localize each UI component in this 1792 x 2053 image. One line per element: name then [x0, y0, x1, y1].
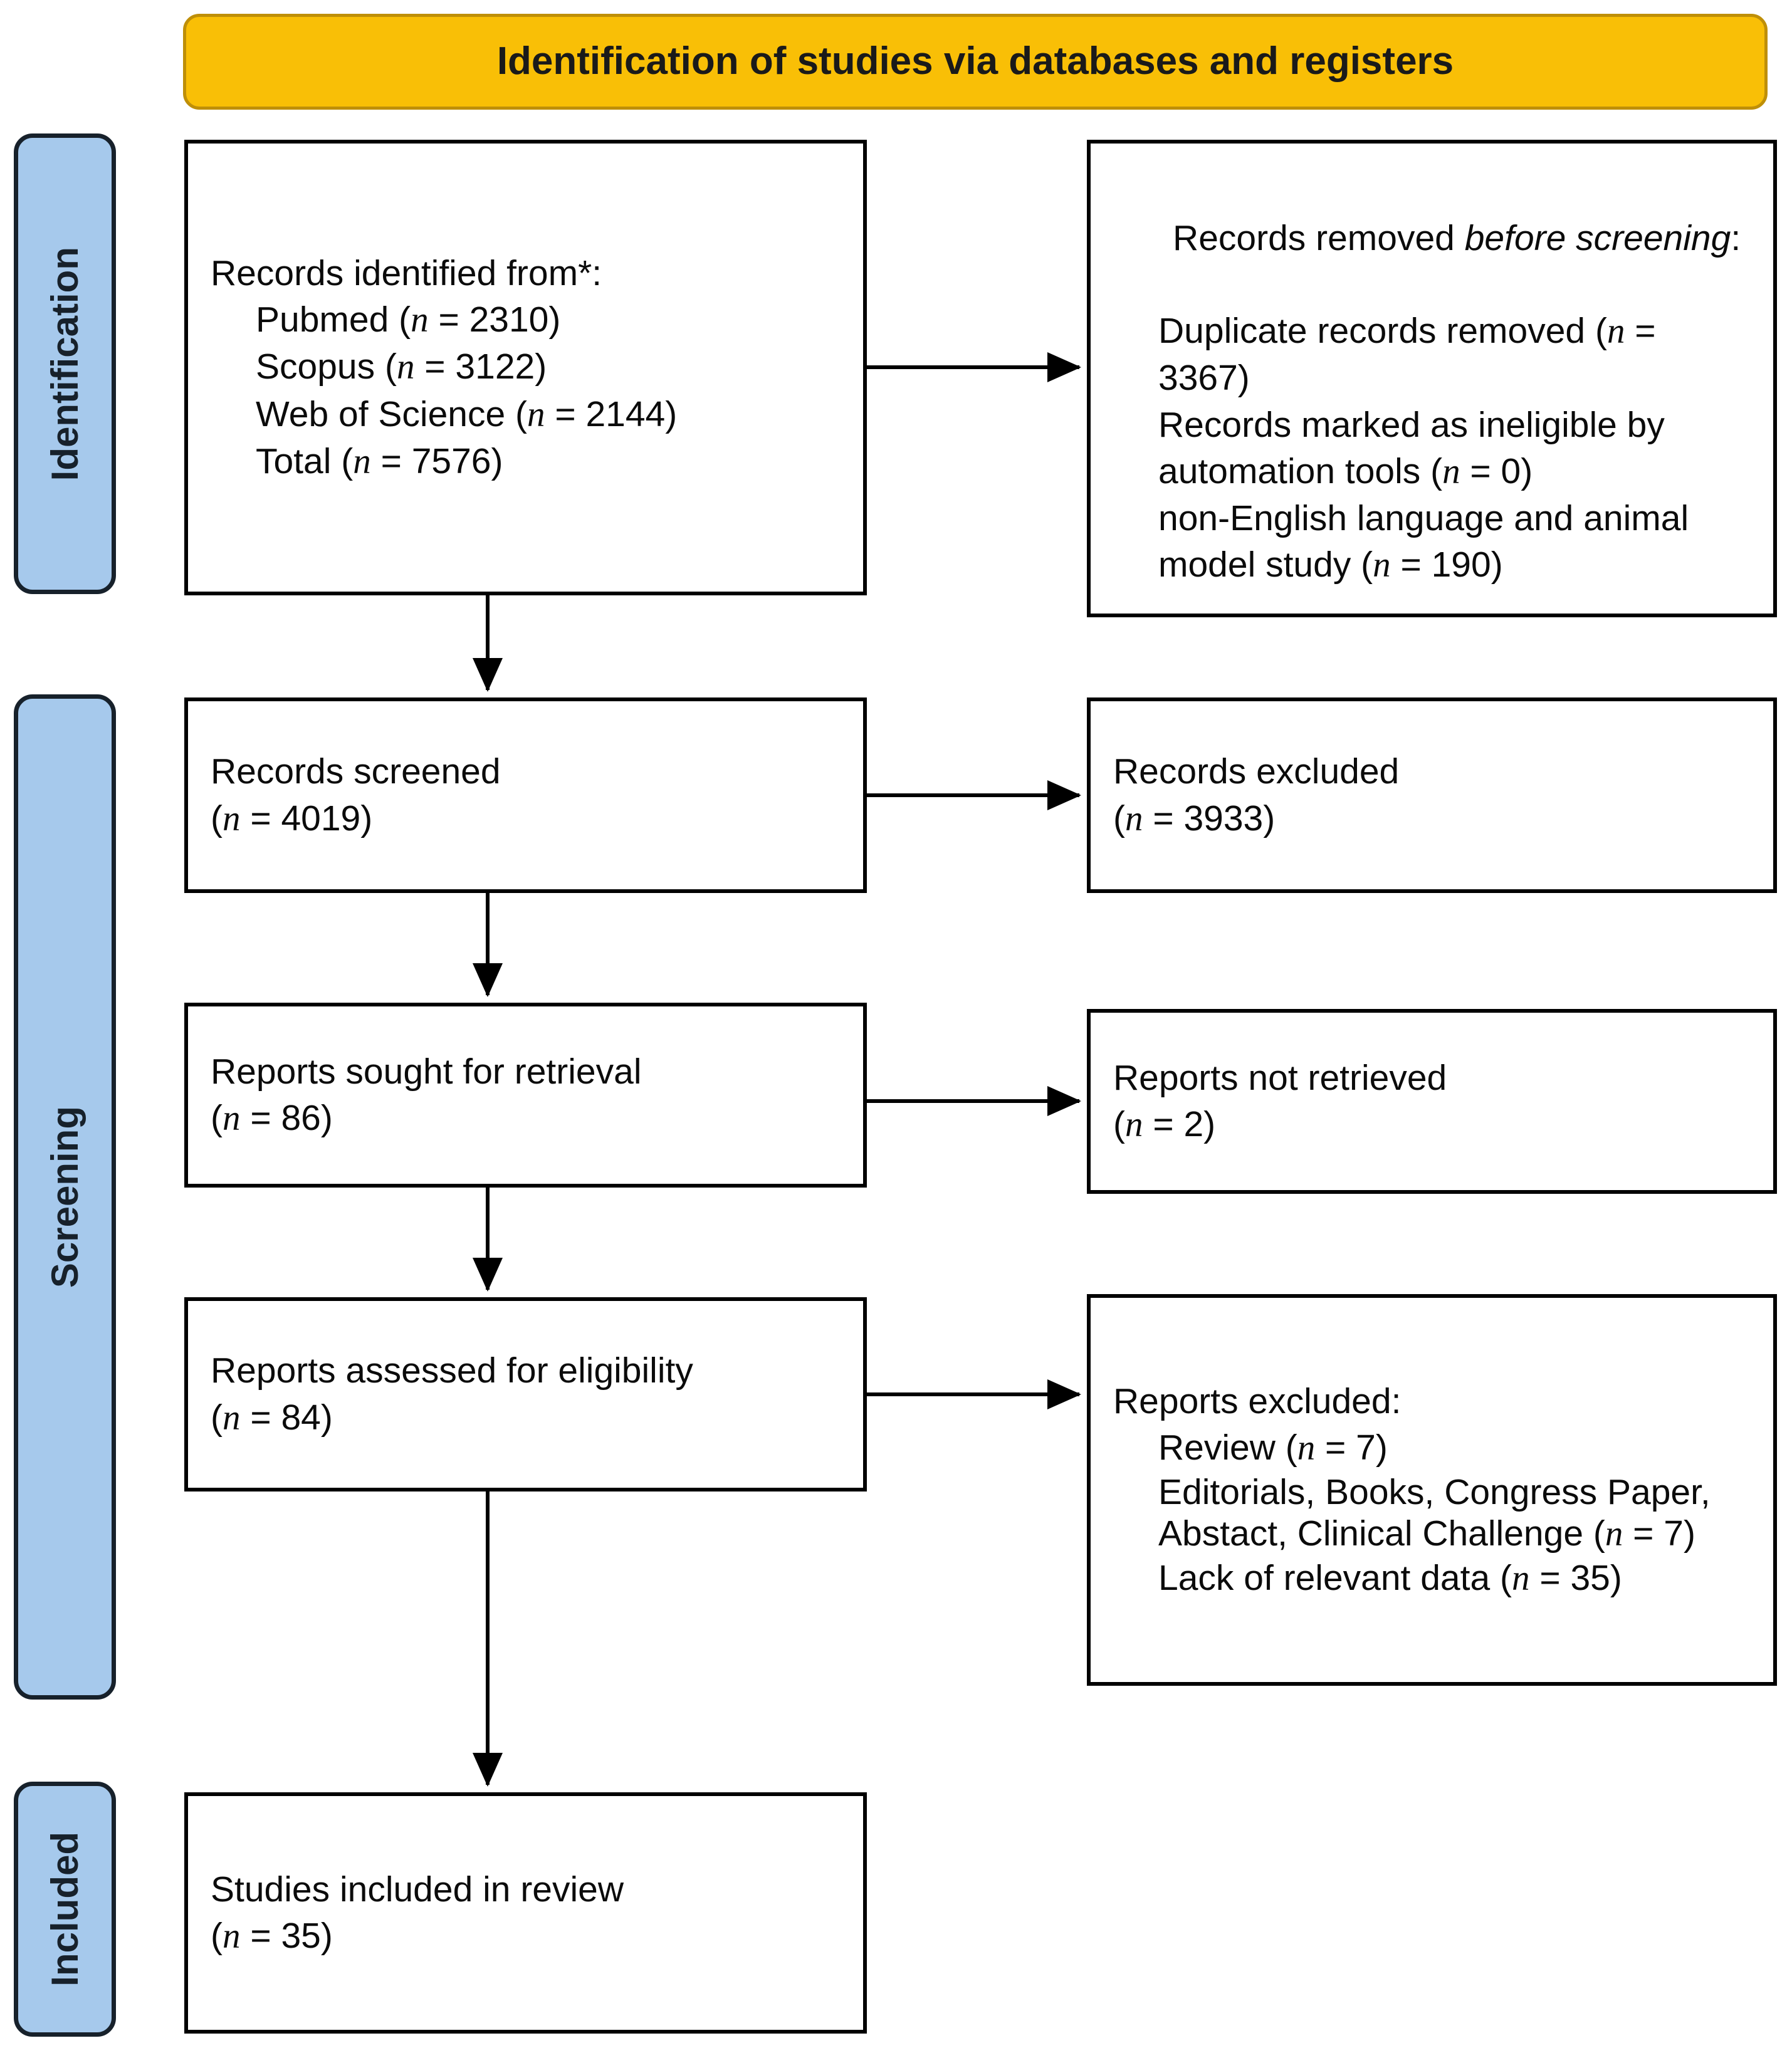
- reports-not-retrieved-count: (n = 2): [1113, 1104, 1216, 1144]
- sample-size-symbol: n: [1512, 1559, 1530, 1599]
- sample-size-symbol: n: [411, 300, 429, 340]
- sample-size-symbol: n: [396, 347, 415, 387]
- studies-included-count: (n = 35): [211, 1916, 333, 1956]
- sample-size-symbol: n: [353, 441, 371, 481]
- records-removed-duplicates: Duplicate records removed (n = 3367): [1158, 311, 1666, 399]
- sample-size-symbol: n: [1124, 1105, 1143, 1144]
- reports-excluded-lack-of-data: Lack of relevant data (n = 35): [1158, 1558, 1622, 1599]
- records-removed-title-plain: Records removed: [1173, 218, 1465, 259]
- diagram-header-banner: Identification of studies via databases …: [183, 14, 1768, 110]
- box-records-identified: Records identified from*: Pubmed (n = 23…: [184, 140, 867, 595]
- stage-label-included-text: Included: [44, 1832, 86, 1987]
- box-records-screened: Records screened (n = 4019): [184, 697, 867, 893]
- page-title: Identification of studies via databases …: [496, 39, 1454, 83]
- sample-size-symbol: n: [1124, 798, 1143, 838]
- box-records-excluded: Records excluded (n = 3933): [1087, 697, 1777, 893]
- box-records-removed-before-screening: Records removed before screening: Duplic…: [1087, 140, 1777, 617]
- sample-size-symbol: n: [1605, 1514, 1623, 1554]
- reports-assessed-title: Reports assessed for eligibility: [211, 1350, 693, 1391]
- box-reports-assessed-for-eligibility: Reports assessed for eligibility (n = 84…: [184, 1297, 867, 1491]
- records-identified-wos: Web of Science (n = 2144): [256, 394, 678, 434]
- records-excluded-title: Records excluded: [1113, 751, 1400, 792]
- sample-size-symbol: n: [1606, 311, 1625, 352]
- stage-label-identification-text: Identification: [44, 246, 86, 481]
- stage-label-screening: Screening: [14, 694, 116, 1700]
- records-removed-automation: Records marked as ineligible by automati…: [1158, 404, 1675, 491]
- records-removed-title-suffix: :: [1731, 218, 1741, 259]
- reports-excluded-review: Review (n = 7): [1158, 1427, 1388, 1468]
- sample-size-symbol: n: [1373, 545, 1391, 585]
- records-identified-total: Total (n = 7576): [256, 441, 503, 481]
- records-screened-count: (n = 4019): [211, 798, 373, 838]
- records-screened-title: Records screened: [211, 751, 501, 792]
- sample-size-symbol: n: [222, 1099, 241, 1138]
- stage-label-included: Included: [14, 1782, 116, 2037]
- box-studies-included-in-review: Studies included in review (n = 35): [184, 1792, 867, 2034]
- box-reports-sought-for-retrieval: Reports sought for retrieval (n = 86): [184, 1003, 867, 1188]
- stage-label-identification: Identification: [14, 133, 116, 594]
- reports-sought-title: Reports sought for retrieval: [211, 1051, 642, 1092]
- records-identified-pubmed: Pubmed (n = 2310): [256, 300, 561, 340]
- sample-size-symbol: n: [1442, 451, 1460, 491]
- reports-assessed-count: (n = 84): [211, 1397, 333, 1438]
- sample-size-symbol: n: [1297, 1428, 1316, 1468]
- box-reports-not-retrieved: Reports not retrieved (n = 2): [1087, 1009, 1777, 1194]
- records-removed-title-italic: before screening: [1464, 218, 1731, 259]
- sample-size-symbol: n: [527, 394, 545, 434]
- reports-not-retrieved-title: Reports not retrieved: [1113, 1057, 1447, 1098]
- reports-excluded-title: Reports excluded:: [1113, 1381, 1402, 1421]
- reports-sought-count: (n = 86): [211, 1098, 333, 1138]
- stage-label-screening-text: Screening: [44, 1105, 86, 1288]
- records-excluded-count: (n = 3933): [1113, 798, 1276, 838]
- sample-size-symbol: n: [222, 1397, 241, 1438]
- records-removed-nonenglish-animal: non-English language and animal model st…: [1158, 498, 1699, 585]
- reports-excluded-editorials: Editorials, Books, Congress Paper, Absta…: [1158, 1471, 1719, 1554]
- sample-size-symbol: n: [222, 1916, 241, 1956]
- box-reports-excluded: Reports excluded: Review (n = 7) Editori…: [1087, 1294, 1777, 1686]
- sample-size-symbol: n: [222, 798, 241, 838]
- records-identified-title: Records identified from*:: [211, 253, 602, 294]
- studies-included-title: Studies included in review: [211, 1869, 624, 1909]
- records-removed-title: Records removed before screening:: [1113, 169, 1751, 308]
- records-identified-scopus: Scopus (n = 3122): [256, 347, 547, 387]
